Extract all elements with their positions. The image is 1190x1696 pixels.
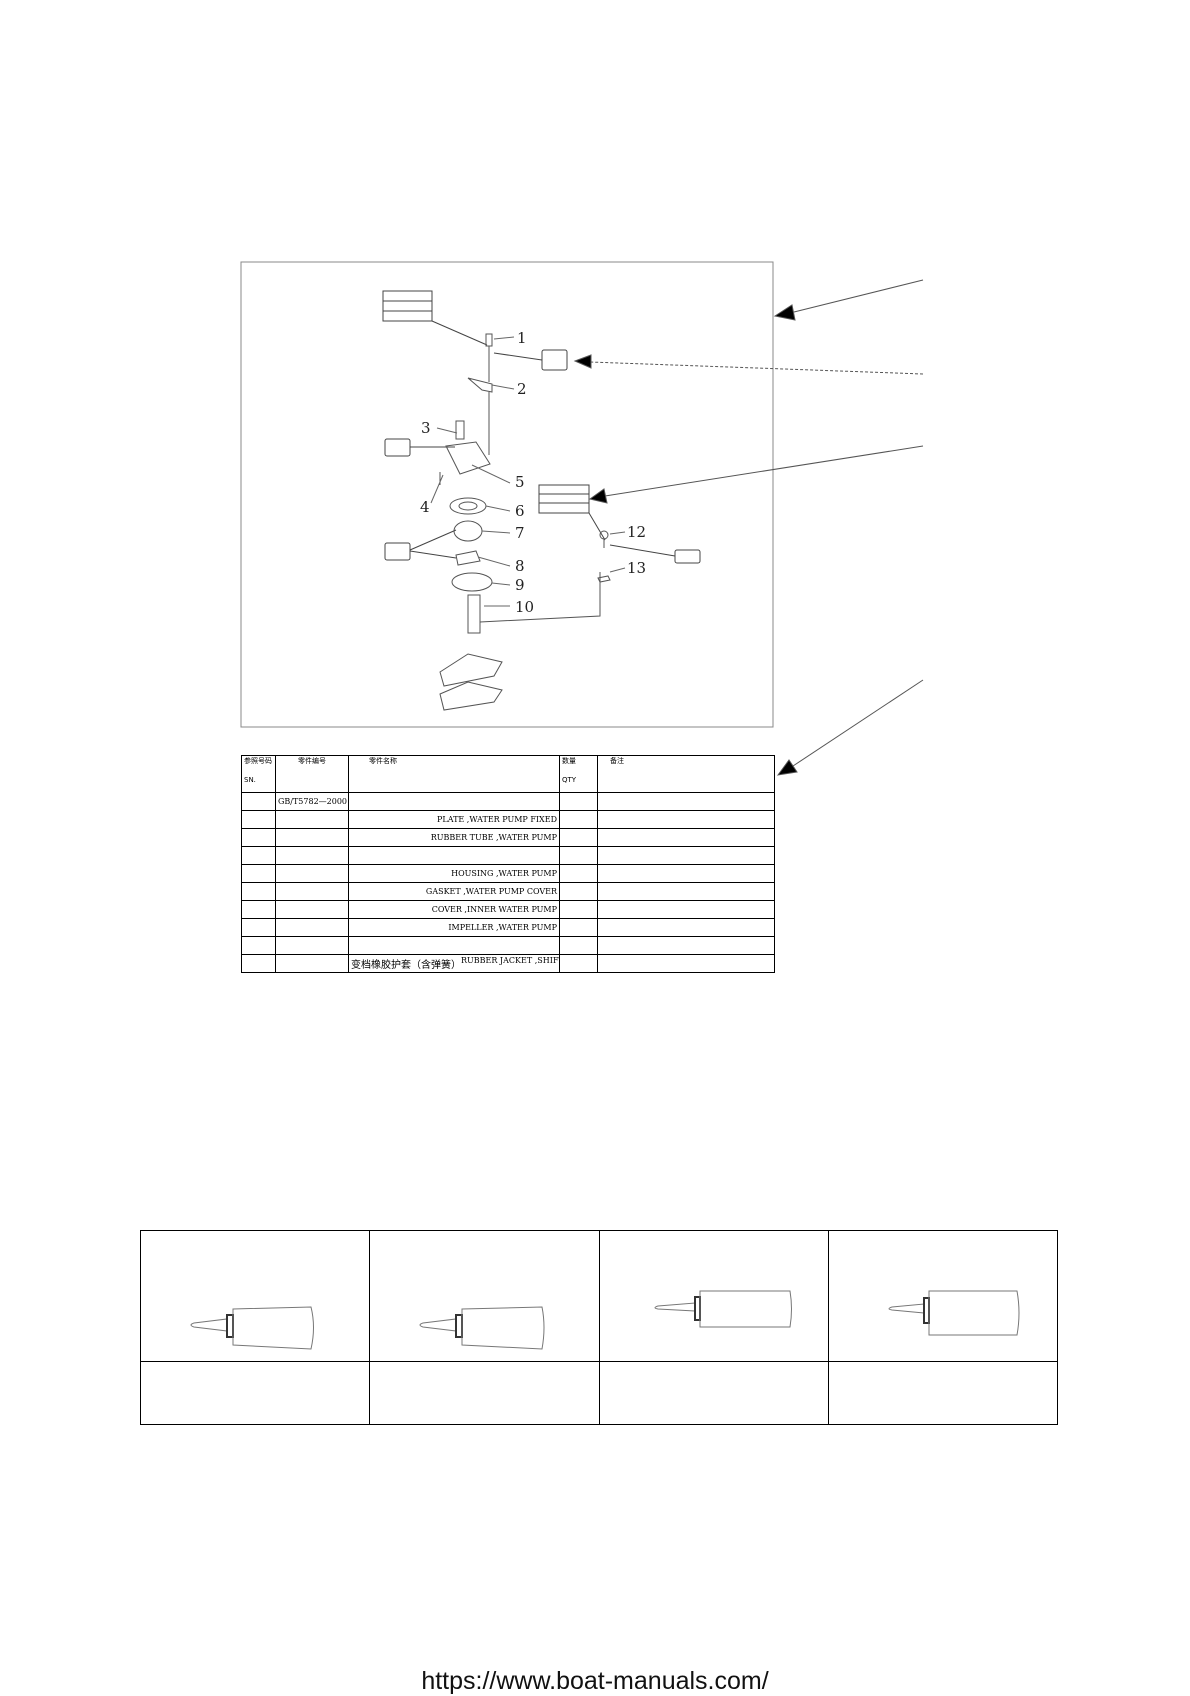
tube-tag-2 xyxy=(384,438,411,457)
part-no-cell xyxy=(275,828,349,847)
callout-1: 1 xyxy=(517,329,527,347)
lubricant-label-cell xyxy=(598,1361,829,1425)
callout-4: 4 xyxy=(420,498,430,516)
label-box-top xyxy=(382,290,433,322)
arrow-head-frame xyxy=(773,304,796,321)
callout-6: 6 xyxy=(515,502,525,520)
lubricant-cell xyxy=(827,1230,1059,1362)
lubricant-label-cell xyxy=(139,1361,371,1425)
lubricant-cell xyxy=(139,1230,371,1362)
callout-10: 10 xyxy=(515,598,534,616)
callout-9: 9 xyxy=(515,576,525,594)
table-row xyxy=(241,846,775,865)
label-boxes xyxy=(382,290,701,564)
tube-tag-4 xyxy=(674,549,701,564)
lubricant-grid xyxy=(139,1230,1059,1425)
grease-tube-icon xyxy=(419,1306,545,1350)
lubricant-label-cell xyxy=(827,1361,1059,1425)
table-row: COVER ,INNER WATER PUMP xyxy=(241,900,775,919)
part-no-cell xyxy=(275,954,349,973)
lubricant-cell xyxy=(598,1230,829,1362)
part-no-cell xyxy=(275,900,349,919)
diagram-frame xyxy=(240,261,774,728)
part-name-cn: 变档橡胶护套（含弹簧） xyxy=(351,960,461,971)
part-name-en: IMPELLER ,WATER PUMP xyxy=(448,923,557,932)
table-row: IMPELLER ,WATER PUMP xyxy=(241,918,775,937)
part-no-cell xyxy=(275,918,349,937)
part-no-cell xyxy=(275,864,349,883)
table-row: PLATE ,WATER PUMP FIXED xyxy=(241,810,775,829)
leader-arrows xyxy=(573,279,924,776)
gasket-bottom-part xyxy=(439,681,503,711)
footer-url[interactable]: https://www.boat-manuals.com/ xyxy=(421,1667,769,1695)
table-row: GB/T5782—2000 xyxy=(241,792,775,811)
grease-tube-icon xyxy=(888,1290,1020,1336)
lubricant-cell xyxy=(369,1230,600,1362)
part-name-en: PLATE ,WATER PUMP FIXED xyxy=(437,815,557,824)
callout-12: 12 xyxy=(627,523,646,541)
header-remark: 备注 xyxy=(597,755,775,793)
part-name-en: HOUSING ,WATER PUMP xyxy=(451,869,557,878)
arrow-head-tube xyxy=(573,354,592,369)
callout-2: 2 xyxy=(517,380,527,398)
callout-8: 8 xyxy=(515,557,525,575)
tube-part xyxy=(455,420,465,440)
plate-part xyxy=(467,377,493,393)
housing-part xyxy=(445,441,491,475)
callout-3: 3 xyxy=(421,419,431,437)
impeller-part xyxy=(455,550,481,566)
parts-sketch xyxy=(439,333,611,711)
table-row: RUBBER TUBE ,WATER PUMP xyxy=(241,828,775,847)
part-name-en: GASKET ,WATER PUMP COVER xyxy=(425,887,557,896)
callout-leaders xyxy=(430,336,626,607)
part-name-en: COVER ,INNER WATER PUMP xyxy=(431,905,557,914)
tube-10-part xyxy=(467,594,481,634)
plate-9-part xyxy=(451,572,493,592)
callout-7: 7 xyxy=(515,524,525,542)
callout-13: 13 xyxy=(627,559,646,577)
gasket-part xyxy=(449,497,487,515)
header-name: 零件名称 xyxy=(348,755,560,793)
arrow-head-table xyxy=(776,759,798,776)
part-name-en: RUBBER TUBE ,WATER PUMP xyxy=(430,833,557,842)
tube-tag-3 xyxy=(384,542,411,561)
bolt-part xyxy=(485,333,493,347)
table-row: 变档橡胶护套（含弹簧）RUBBER JACKET ,SHIFT ROD xyxy=(241,954,775,973)
lubricant-label-cell xyxy=(369,1361,600,1425)
grease-tube-icon xyxy=(654,1290,792,1328)
part-no-cell xyxy=(275,936,349,955)
part-name-en: RUBBER JACKET ,SHIFT ROD xyxy=(461,956,559,965)
table-row xyxy=(241,936,775,955)
base-part xyxy=(439,653,503,687)
arrow-head-box xyxy=(588,488,608,504)
part-no-cell xyxy=(275,846,349,865)
header-part-no: 零件编号 xyxy=(275,755,349,793)
table-row: GASKET ,WATER PUMP COVER xyxy=(241,882,775,901)
callout-5: 5 xyxy=(515,473,525,491)
part-no-cell xyxy=(275,810,349,829)
part-no-cell: GB/T5782—2000 xyxy=(275,792,349,811)
spring-part xyxy=(597,575,611,583)
part-no-cell xyxy=(275,882,349,901)
tube-tag-1 xyxy=(541,349,568,371)
callout-numbers: 1 2 3 4 5 6 7 8 9 10 12 13 xyxy=(420,329,646,616)
cover-part xyxy=(453,520,483,542)
table-row: HOUSING ,WATER PUMP xyxy=(241,864,775,883)
grease-tube-icon xyxy=(190,1306,314,1350)
label-box-right xyxy=(538,484,590,514)
